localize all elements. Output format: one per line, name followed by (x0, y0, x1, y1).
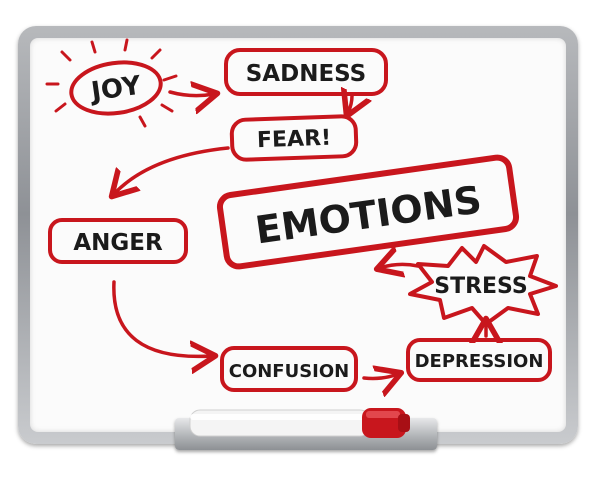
joy-label: JOY (87, 71, 144, 108)
fear-label: FEAR! (257, 126, 332, 154)
confusion-node: CONFUSION (220, 346, 358, 392)
marker-icon (189, 408, 410, 438)
depression-label: DEPRESSION (415, 351, 544, 372)
arrow-sadness-to-fear (348, 96, 352, 113)
stress-node: STRESS (408, 244, 558, 326)
arrow-joy-to-sadness (168, 92, 214, 96)
anger-node: ANGER (48, 218, 188, 264)
fear-node: FEAR! (229, 114, 359, 162)
sadness-label: SADNESS (246, 61, 367, 87)
stress-label: STRESS (434, 274, 528, 299)
sadness-node: SADNESS (224, 48, 388, 96)
joy-node: JOY (45, 38, 178, 128)
confusion-label: CONFUSION (229, 361, 350, 382)
arrow-anger-to-confusion (112, 280, 212, 356)
joy-burst-icon (45, 38, 178, 128)
arrow-stress-to-emotions (380, 264, 420, 268)
flow-arrows (114, 92, 486, 379)
arrow-fear-to-anger (114, 146, 230, 194)
arrow-confusion-to-depression (362, 374, 398, 379)
anger-label: ANGER (73, 230, 163, 256)
stress-burst-icon (408, 244, 558, 326)
